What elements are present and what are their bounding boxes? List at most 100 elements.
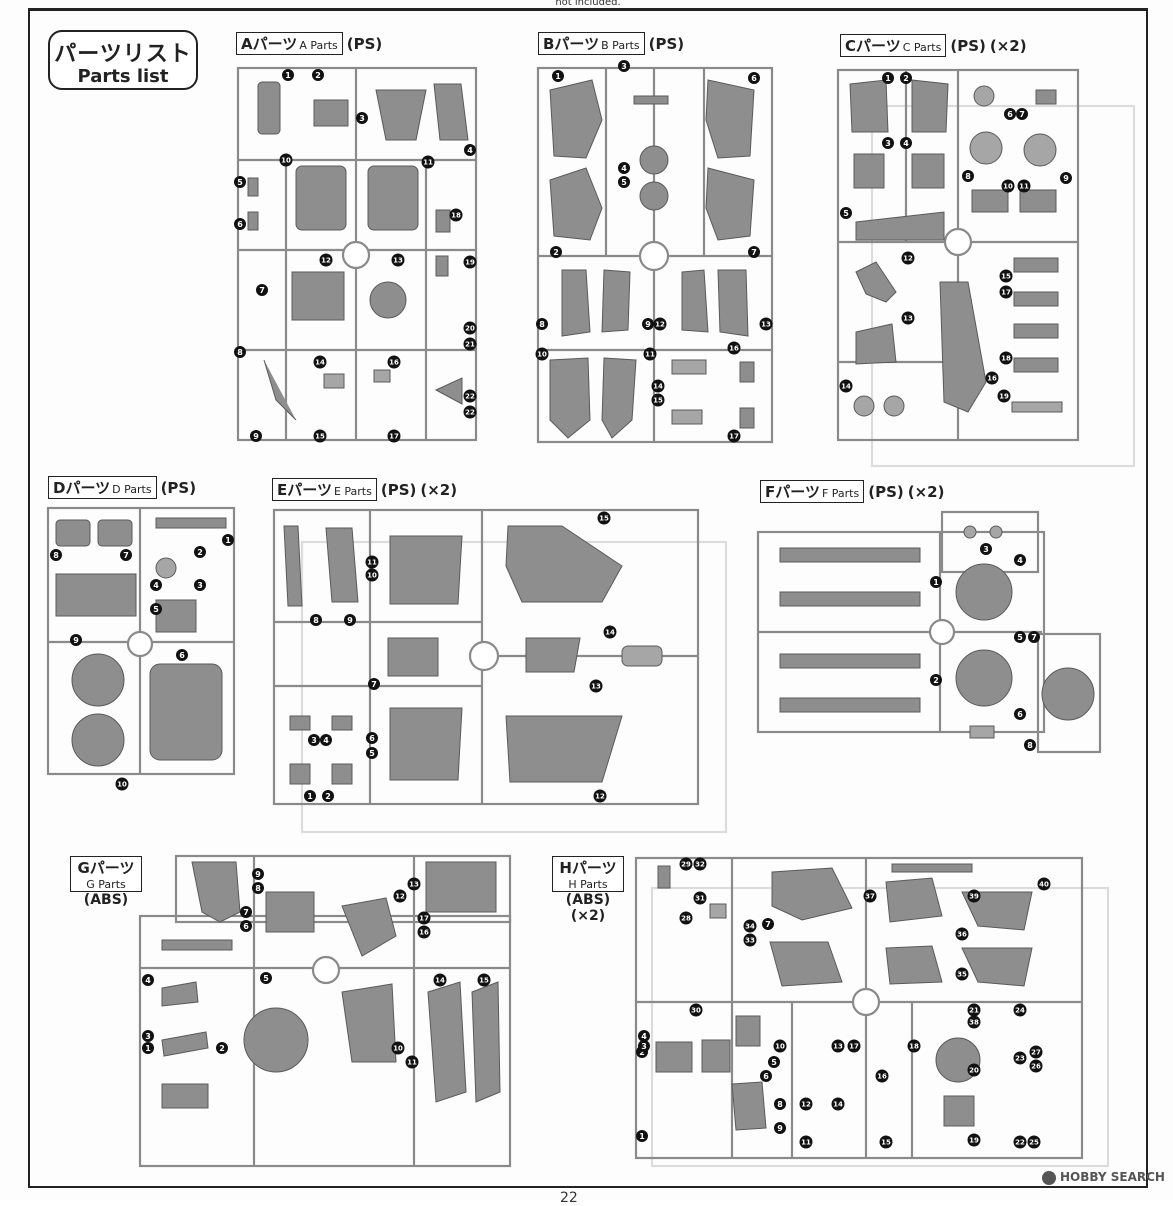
badge-number: 17 <box>389 433 399 441</box>
part-number-badge-b: 5 <box>618 176 630 188</box>
badge-number: 22 <box>465 409 475 417</box>
badge-circle <box>900 137 912 149</box>
part-number-badge-d: 3 <box>194 579 206 591</box>
part-number-badge-g: 16 <box>417 925 431 939</box>
badge-circle <box>1013 1135 1027 1149</box>
part-number-badge-c: 4 <box>900 137 912 149</box>
badge-number: 37 <box>865 893 875 901</box>
badge-circle <box>322 790 334 802</box>
part-number-badge-c: 5 <box>840 207 852 219</box>
part-number-badge-a: 2 <box>312 69 324 81</box>
part-number-badge-c: 7 <box>1016 108 1028 120</box>
badge-number: 33 <box>745 937 755 945</box>
part-number-badge-h: 17 <box>847 1039 861 1053</box>
part-number-badge-b: 16 <box>727 341 741 355</box>
badge-circle <box>391 253 405 267</box>
badge-circle <box>653 317 667 331</box>
part-number-badge-e: 10 <box>365 568 379 582</box>
part-number-badge-a: 22 <box>463 389 477 403</box>
badge-number: 17 <box>419 915 429 923</box>
part-number-badge-c: 9 <box>1060 172 1072 184</box>
badge-circle <box>115 777 129 791</box>
badge-number: 8 <box>255 884 261 893</box>
part-number-badge-b: 3 <box>618 60 630 72</box>
badge-number: 4 <box>903 139 909 148</box>
badge-circle <box>1017 179 1031 193</box>
badge-circle <box>150 579 162 591</box>
badge-circle <box>689 1003 703 1017</box>
part-number-badge-g: 13 <box>407 877 421 891</box>
part-number-badge-h: 29 <box>679 857 693 871</box>
badge-number: 14 <box>833 1101 843 1109</box>
watermark: HOBBY SEARCH <box>1042 1170 1165 1185</box>
badge-circle <box>1013 1051 1027 1065</box>
part-number-badge-c: 18 <box>999 351 1013 365</box>
part-number-badge-a: 16 <box>387 355 401 369</box>
badge-number: 9 <box>347 616 353 625</box>
badge-number: 13 <box>591 683 601 691</box>
badge-number: 10 <box>775 1043 785 1051</box>
badge-number: 11 <box>801 1139 811 1147</box>
badge-circle <box>222 534 234 546</box>
badge-circle <box>234 218 246 230</box>
badge-number: 2 <box>325 792 331 801</box>
part-number-badge-b: 9 <box>642 318 654 330</box>
badge-circle <box>679 911 693 925</box>
badge-number: 5 <box>263 974 269 983</box>
badge-number: 3 <box>197 581 203 590</box>
badge-number: 8 <box>53 551 59 560</box>
part-number-badge-b: 13 <box>759 317 773 331</box>
badge-circle <box>840 207 852 219</box>
badge-number: 36 <box>957 931 967 939</box>
badge-number: 6 <box>237 220 243 229</box>
badge-number: 30 <box>691 1007 701 1015</box>
part-number-badge-h: 3 <box>638 1040 650 1052</box>
part-number-badge-b: 12 <box>653 317 667 331</box>
badge-circle <box>1014 631 1026 643</box>
badge-number: 3 <box>621 62 627 71</box>
badge-number: 1 <box>933 578 939 587</box>
badge-number: 9 <box>645 320 651 329</box>
badge-circle <box>70 634 82 646</box>
part-number-badge-h: 37 <box>863 889 877 903</box>
part-number-badge-e: 12 <box>593 789 607 803</box>
badge-circle <box>879 1135 893 1149</box>
badge-circle <box>393 889 407 903</box>
badge-number: 11 <box>423 159 433 167</box>
badge-circle <box>773 1039 787 1053</box>
badge-number: 29 <box>681 861 691 869</box>
badge-number: 40 <box>1039 881 1049 889</box>
badge-number: 12 <box>655 321 665 329</box>
badge-circle <box>638 1040 650 1052</box>
runner-c <box>836 68 1136 468</box>
part-number-badge-b: 10 <box>535 347 549 361</box>
badge-number: 11 <box>1019 183 1029 191</box>
badge-number: 10 <box>367 572 377 580</box>
badge-number: 14 <box>841 383 851 391</box>
badge-circle <box>651 393 665 407</box>
badge-circle <box>799 1135 813 1149</box>
badge-number: 2 <box>903 74 909 83</box>
part-number-badge-a: 7 <box>256 284 268 296</box>
badge-number: 21 <box>969 1007 979 1015</box>
badge-number: 1 <box>307 792 313 801</box>
part-number-badge-h: 14 <box>831 1097 845 1111</box>
badge-circle <box>356 112 368 124</box>
part-number-badge-g: 5 <box>260 972 272 984</box>
part-number-badge-c: 19 <box>997 389 1011 403</box>
badge-number: 12 <box>801 1101 811 1109</box>
part-number-badge-d: 5 <box>150 603 162 615</box>
badge-circle <box>1028 631 1040 643</box>
badge-circle <box>304 790 316 802</box>
badge-number: 6 <box>1007 110 1013 119</box>
part-number-badge-h: 22 <box>1013 1135 1027 1149</box>
badge-circle <box>643 347 657 361</box>
part-number-badge-h: 39 <box>967 889 981 903</box>
part-number-badge-g: 9 <box>252 868 264 880</box>
badge-number: 16 <box>987 375 997 383</box>
part-number-badge-g: 11 <box>405 1055 419 1069</box>
badge-number: 2 <box>933 676 939 685</box>
part-number-badge-e: 9 <box>344 614 356 626</box>
top-strip-note: not included. <box>28 0 1148 11</box>
